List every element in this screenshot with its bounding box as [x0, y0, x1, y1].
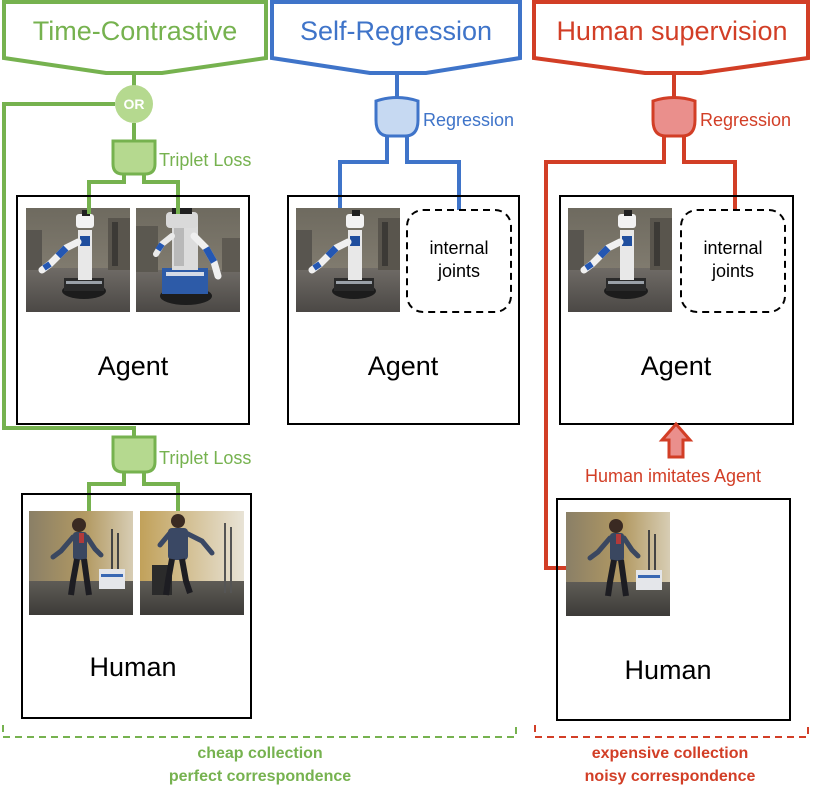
triplet-loss-label-top: Triplet Loss — [159, 150, 251, 170]
footer-left-line2: perfect correspondence — [169, 768, 351, 785]
footer-left-line1: cheap collection — [197, 745, 322, 762]
footer-right-line1: expensive collection — [592, 745, 749, 762]
self-regression-title: Self-Regression — [300, 16, 492, 46]
self-regression-column: Self-Regression Regression internal join… — [270, 0, 522, 425]
regression-label-blue: Regression — [423, 110, 514, 130]
or-label: OR — [124, 96, 145, 112]
human-supervision-title-banner — [532, 0, 810, 75]
internal-joints-box-sr — [406, 209, 512, 313]
human-supervision-title: Human supervision — [556, 16, 787, 46]
time-contrastive-title: Time-Contrastive — [33, 16, 238, 46]
human-imitates-agent-label: Human imitates Agent — [585, 466, 761, 486]
footer-right-line2: noisy correspondence — [585, 768, 756, 785]
self-regression-title-banner — [270, 0, 522, 75]
human-label-hs: Human — [624, 655, 711, 685]
robot-photo-icon — [296, 208, 400, 312]
triplet-loss-label-bottom: Triplet Loss — [159, 448, 251, 468]
robot-photo-icon — [568, 208, 672, 312]
up-arrow-icon — [658, 421, 694, 459]
internal-joints-line2-hs: joints — [711, 261, 754, 281]
human-supervision-column: Human supervision Regression internal jo… — [532, 0, 810, 721]
internal-joints-box-hs — [680, 209, 786, 313]
triplet-loss-gate-bottom — [111, 435, 157, 474]
human-box-tc — [21, 493, 252, 719]
agent-box-tc — [16, 195, 250, 425]
cheap-collection-bracket — [2, 725, 517, 738]
footer: cheap collection perfect correspondence … — [2, 725, 809, 785]
agent-label-sr: Agent — [368, 351, 439, 381]
agent-label-hs: Agent — [641, 351, 712, 381]
human-label-tc: Human — [89, 652, 176, 682]
internal-joints-line2-sr: joints — [437, 261, 480, 281]
agent-box-sr — [287, 195, 520, 425]
human-photo-icon — [566, 512, 670, 616]
agent-label-tc: Agent — [98, 351, 169, 381]
or-gate-icon — [115, 85, 153, 123]
human-photo-icon — [29, 511, 244, 615]
regression-gate-blue — [374, 96, 420, 138]
time-contrastive-column: Time-Contrastive OR Triplet Loss Agent T… — [2, 0, 268, 719]
human-box-hs — [556, 498, 791, 721]
internal-joints-line1-hs: internal — [703, 238, 762, 258]
regression-gate-red — [651, 96, 697, 138]
time-contrastive-title-banner — [2, 0, 268, 75]
internal-joints-line1-sr: internal — [429, 238, 488, 258]
expensive-collection-bracket — [534, 725, 809, 738]
triplet-loss-gate-top — [111, 139, 157, 176]
regression-label-red: Regression — [700, 110, 791, 130]
robot-photo-icon — [26, 208, 240, 312]
